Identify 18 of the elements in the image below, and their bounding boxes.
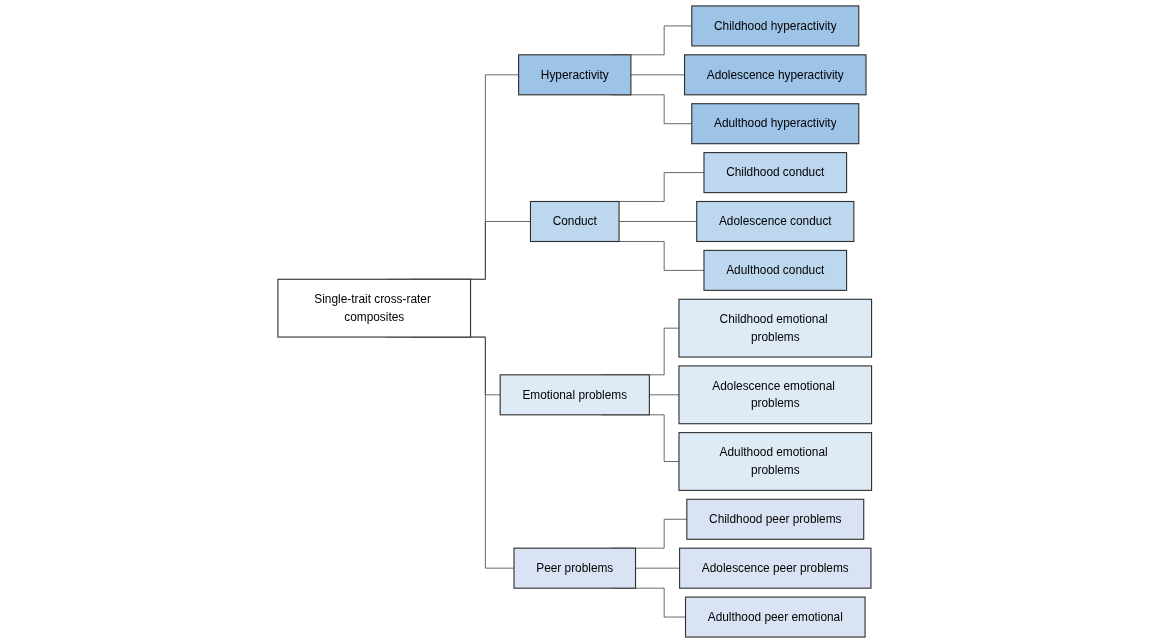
node-box: Adolescence hyperactivity (684, 54, 867, 96)
node-box: Adulthood hyperactivity (691, 103, 860, 145)
node-box: Adolescence peer problems (679, 547, 872, 589)
node-box: Adolescence conduct (696, 200, 855, 243)
node-box: Emotional problems (499, 374, 651, 416)
node-box: Conduct (530, 200, 620, 243)
node-box: Adulthood conduct (703, 249, 848, 291)
node-box: Hyperactivity (518, 54, 632, 96)
node-box: Adulthood emotional problems (678, 432, 873, 491)
node-box: Childhood peer problems (686, 498, 865, 540)
node-box: Adolescence emotional problems (678, 365, 873, 425)
node-box: Childhood emotional problems (678, 298, 873, 358)
node-box: Single-trait cross-rater composites (277, 278, 472, 338)
node-box: Adulthood peer emotional (685, 596, 866, 638)
node-box: Childhood conduct (703, 152, 848, 194)
node-box: Peer problems (513, 547, 637, 589)
node-box: Childhood hyperactivity (691, 5, 860, 47)
connector (649, 394, 680, 396)
